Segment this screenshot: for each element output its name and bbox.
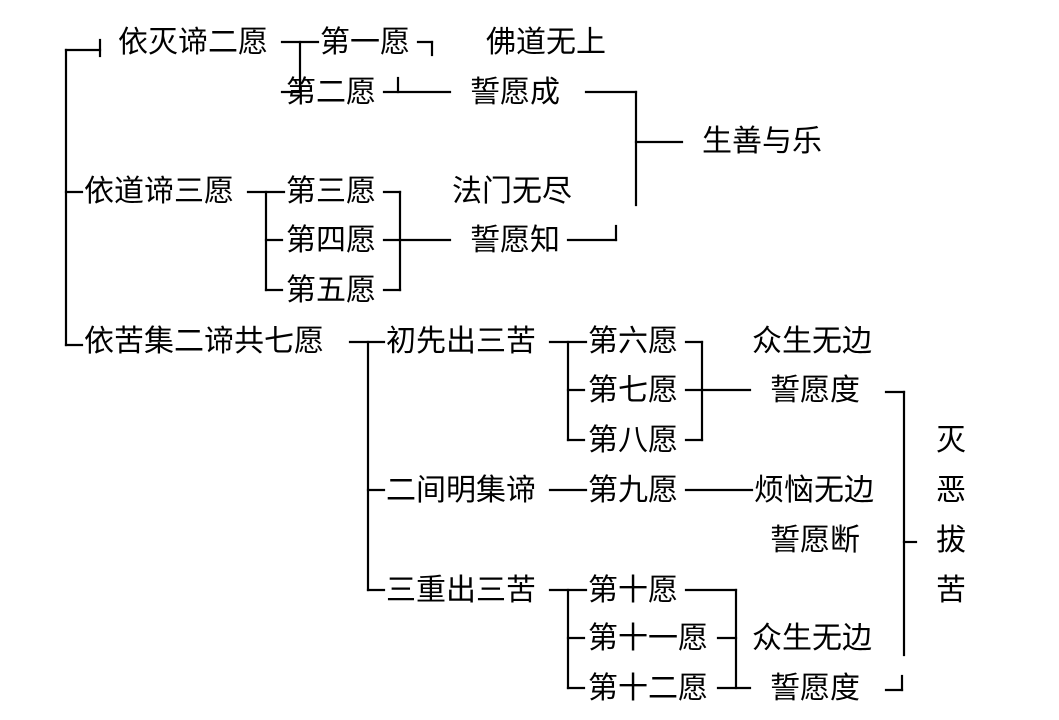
node-vow-2: 第二愿 — [286, 75, 376, 110]
phrase-shi-yuan-duan: 誓愿断 — [770, 523, 860, 558]
phrase-zhongsheng-wubian-2: 众生无边 — [752, 621, 872, 656]
node-vow-7: 第七愿 — [588, 373, 678, 408]
phrase-shi-yuan-du-1: 誓愿度 — [770, 373, 860, 408]
node-vow-12: 第十二愿 — [588, 671, 708, 706]
phrase-famen-wujin: 法门无尽 — [452, 174, 572, 209]
phrase-shi-yuan-zhi: 誓愿知 — [470, 223, 560, 258]
node-dao-di: 依道谛三愿 — [84, 174, 234, 209]
node-vow-3: 第三愿 — [286, 174, 376, 209]
result-char-ku: 苦 — [936, 573, 966, 608]
node-vow-8: 第八愿 — [588, 423, 678, 458]
phrase-fodao-wushang: 佛道无上 — [486, 25, 606, 60]
node-vow-4: 第四愿 — [286, 223, 376, 258]
node-vow-11: 第十一愿 — [588, 621, 708, 656]
phrase-shi-yuan-du-2: 誓愿度 — [770, 671, 860, 706]
node-mie-di: 依灭谛二愿 — [118, 25, 268, 60]
node-first-three-sufferings: 初先出三苦 — [386, 324, 536, 359]
node-vow-6: 第六愿 — [588, 324, 678, 359]
result-char-ba: 拔 — [936, 523, 966, 558]
node-vow-5: 第五愿 — [286, 273, 376, 308]
result-sheng-shan-yu-le: 生善与乐 — [702, 124, 822, 159]
result-char-e: 恶 — [936, 473, 966, 508]
phrase-shi-yuan-cheng: 誓愿成 — [470, 75, 560, 110]
phrase-zhongsheng-wubian-1: 众生无边 — [752, 324, 872, 359]
result-char-mie: 灭 — [936, 423, 966, 458]
node-vow-1: 第一愿 — [320, 25, 410, 60]
node-ku-ji: 依苦集二谛共七愿 — [84, 324, 324, 359]
node-second-ji-di: 二间明集谛 — [386, 473, 536, 508]
node-third-three-sufferings: 三重出三苦 — [386, 573, 536, 608]
node-vow-10: 第十愿 — [588, 573, 678, 608]
phrase-fannao-wubian: 烦恼无边 — [754, 473, 874, 508]
node-vow-9: 第九愿 — [588, 473, 678, 508]
